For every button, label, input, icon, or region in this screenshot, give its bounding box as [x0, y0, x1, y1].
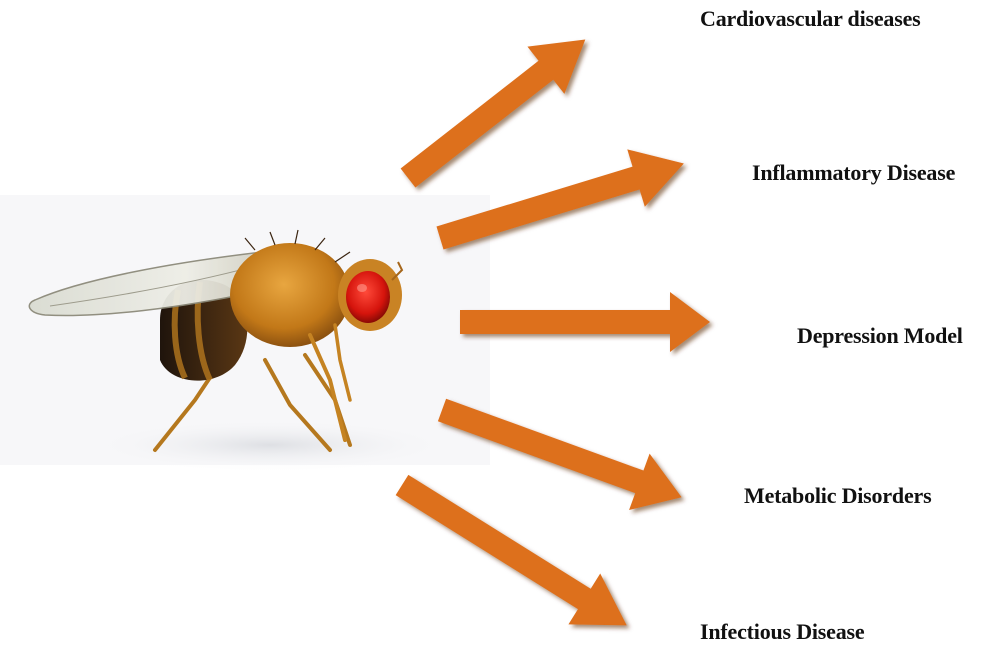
label-metabolic-disorders: Metabolic Disorders [744, 483, 931, 509]
fly-eye-highlight [357, 284, 367, 292]
arrow-infectious [386, 460, 643, 643]
label-depression-model: Depression Model [797, 323, 963, 349]
label-infectious-disease: Infectious Disease [700, 619, 864, 645]
label-cardiovascular-diseases: Cardiovascular diseases [700, 6, 921, 32]
fly-thorax [230, 243, 350, 347]
fly-eye [346, 271, 390, 323]
label-inflammatory-disease: Inflammatory Disease [752, 160, 955, 186]
fly-shadow [70, 417, 470, 473]
arrow-depression [460, 292, 710, 352]
arrow-cardiovascular [390, 16, 604, 202]
